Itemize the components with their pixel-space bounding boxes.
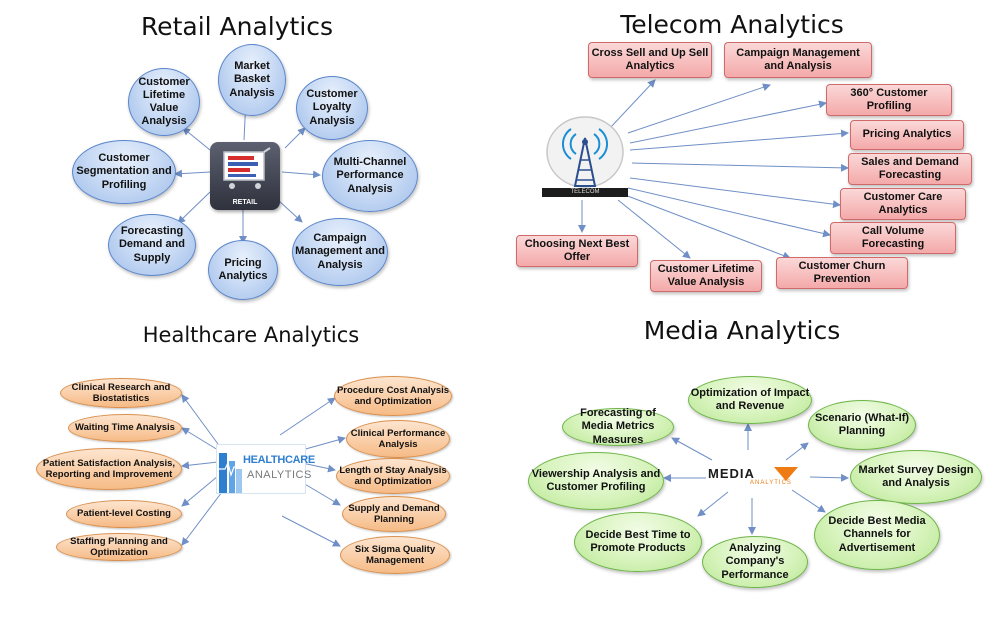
retail-title: Retail Analytics bbox=[140, 12, 334, 41]
media-node-viewership: Viewership Analysis and Customer Profili… bbox=[528, 452, 664, 510]
retail-node-pricing: Pricing Analytics bbox=[208, 240, 278, 300]
retail-node-lifetime-value: Customer Lifetime Value Analysis bbox=[128, 68, 200, 136]
retail-node-market-basket: Market Basket Analysis bbox=[218, 44, 286, 116]
city-skyline-icon bbox=[219, 453, 242, 493]
healthcare-node-supply-demand: Supply and Demand Planning bbox=[342, 496, 446, 532]
media-node-market-survey: Market Survey Design and Analysis bbox=[850, 450, 982, 504]
healthcare-node-length-of-stay: Length of Stay Analysis and Optimization bbox=[336, 458, 450, 494]
media-node-company-performance: Analyzing Company's Performance bbox=[702, 536, 808, 588]
retail-node-forecasting: Forecasting Demand and Supply bbox=[108, 214, 196, 276]
healthcare-node-clinical-research: Clinical Research and Biostatistics bbox=[60, 378, 182, 408]
telecom-node-churn: Customer Churn Prevention bbox=[776, 257, 908, 289]
healthcare-node-procedure-cost: Procedure Cost Analysis and Optimization bbox=[334, 376, 452, 416]
telecom-node-lifetime-value: Customer Lifetime Value Analysis bbox=[650, 260, 762, 292]
retail-node-multi-channel: Multi-Channel Performance Analysis bbox=[322, 140, 418, 212]
media-logo-word: MEDIA bbox=[708, 466, 755, 481]
retail-cart-logo: RETAIL bbox=[210, 142, 280, 210]
healthcare-node-six-sigma: Six Sigma Quality Management bbox=[340, 536, 450, 574]
retail-node-segmentation: Customer Segmentation and Profiling bbox=[72, 140, 176, 204]
retail-node-campaign: Campaign Management and Analysis bbox=[292, 218, 388, 286]
media-logo-sub: ANALYTICS bbox=[750, 480, 792, 486]
telecom-node-customer-care: Customer Care Analytics bbox=[840, 188, 966, 220]
healthcare-node-staffing: Staffing Planning and Optimization bbox=[56, 533, 182, 561]
media-node-best-time: Decide Best Time to Promote Products bbox=[574, 512, 702, 572]
telecom-logo-label: TELECOM bbox=[570, 189, 600, 195]
healthcare-node-patient-satisfaction: Patient Satisfaction Analysis, Reporting… bbox=[36, 448, 182, 490]
shopping-cart-icon bbox=[223, 147, 271, 189]
play-triangle-icon bbox=[774, 467, 798, 481]
healthcare-node-waiting-time: Waiting Time Analysis bbox=[68, 414, 182, 442]
telecom-node-pricing: Pricing Analytics bbox=[850, 120, 964, 150]
media-logo: MEDIA ANALYTICS bbox=[708, 466, 808, 490]
telecom-node-360-profiling: 360° Customer Profiling bbox=[826, 84, 952, 116]
telecom-title: Telecom Analytics bbox=[620, 10, 844, 39]
healthcare-logo-line2: ANALYTICS bbox=[247, 469, 312, 481]
telecom-node-call-volume: Call Volume Forecasting bbox=[830, 222, 956, 254]
healthcare-logo-line1: HEALTHCARE bbox=[243, 454, 315, 466]
telecom-node-next-best-offer: Choosing Next Best Offer bbox=[516, 235, 638, 267]
telecom-tower-logo: TELECOM bbox=[542, 112, 628, 198]
healthcare-node-patient-costing: Patient-level Costing bbox=[66, 500, 182, 528]
telecom-tower-icon bbox=[542, 116, 628, 197]
telecom-node-cross-sell: Cross Sell and Up Sell Analytics bbox=[588, 42, 712, 78]
media-node-optimization: Optimization of Impact and Revenue bbox=[688, 376, 812, 424]
media-node-forecasting-metrics: Forecasting of Media Metrics Measures bbox=[562, 407, 674, 446]
telecom-node-campaign: Campaign Management and Analysis bbox=[724, 42, 872, 78]
media-node-media-channels: Decide Best Media Channels for Advertise… bbox=[814, 500, 940, 570]
media-node-scenario: Scenario (What-If) Planning bbox=[808, 400, 916, 450]
telecom-node-sales-demand: Sales and Demand Forecasting bbox=[848, 153, 972, 185]
retail-node-customer-loyalty: Customer Loyalty Analysis bbox=[296, 76, 368, 140]
healthcare-node-clinical-performance: Clinical Performance Analysis bbox=[346, 420, 450, 458]
healthcare-logo: HEALTHCARE ANALYTICS bbox=[216, 444, 315, 494]
healthcare-title: Healthcare Analytics bbox=[142, 323, 360, 347]
media-title: Media Analytics bbox=[643, 316, 841, 345]
retail-logo-label: RETAIL bbox=[232, 199, 258, 206]
